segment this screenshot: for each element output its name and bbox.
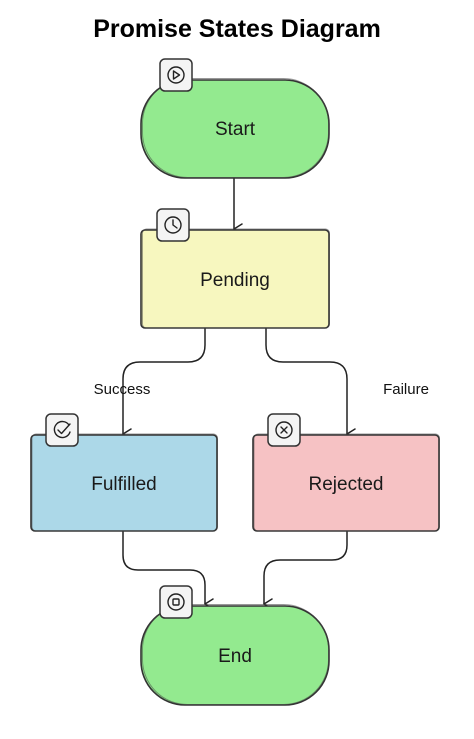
diagram-title: Promise States Diagram <box>93 15 381 43</box>
node-rejected: Rejected <box>252 413 440 532</box>
node-end-shape <box>140 605 330 706</box>
edges <box>122 177 356 610</box>
node-start-label: Start <box>215 119 256 140</box>
edge-pending-to-fulfilled <box>122 327 206 440</box>
edge-fulfilled-to-end <box>122 530 214 610</box>
node-end: End <box>140 585 330 706</box>
stop-icon <box>159 585 193 619</box>
node-fulfilled: Fulfilled <box>30 413 218 532</box>
x-circle-icon <box>267 413 301 447</box>
node-start-shape <box>140 79 330 179</box>
check-circle-icon <box>45 413 79 447</box>
node-pending-label: Pending <box>200 270 270 291</box>
clock-icon <box>156 208 190 242</box>
node-end-label: End <box>218 646 252 667</box>
edge-rejected-to-end <box>263 530 348 610</box>
node-fulfilled-label: Fulfilled <box>91 474 156 495</box>
node-start: Start <box>140 58 330 179</box>
edge-label-success: Success <box>94 381 151 398</box>
edge-pending-to-rejected <box>265 327 356 440</box>
edge-label-failure: Failure <box>383 381 429 398</box>
play-icon <box>159 58 193 92</box>
node-pending: Pending <box>140 208 330 329</box>
node-rejected-label: Rejected <box>309 474 384 495</box>
